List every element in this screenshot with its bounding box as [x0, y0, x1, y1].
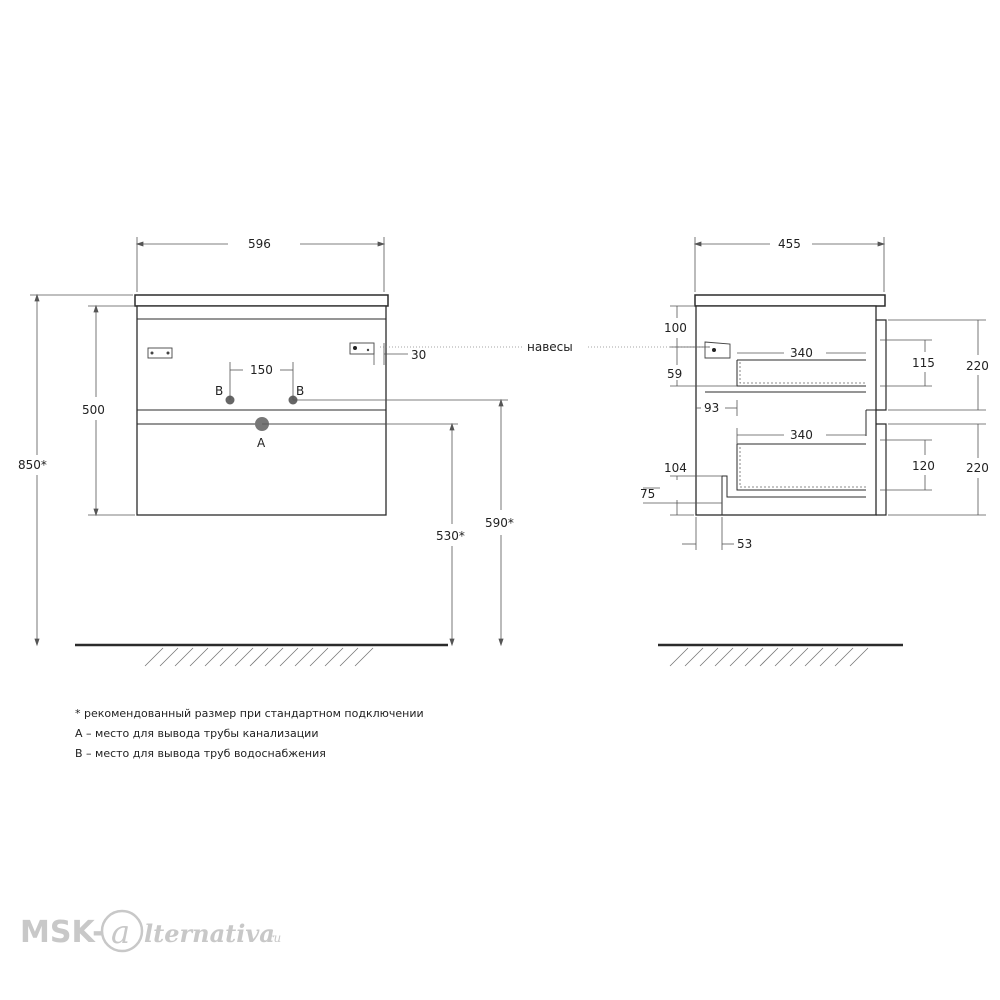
dim-total-height [30, 293, 133, 647]
note-drain: A – место для вывода трубы канализации [75, 727, 319, 740]
dim-inner-depth-top-value: 340 [790, 346, 813, 360]
label-b-left: B [215, 384, 223, 398]
dim-drawer-top-outer-value: 220 [966, 359, 989, 373]
dim-drawer-bottom-inner-value: 120 [912, 459, 935, 473]
watermark-logo: MSK- a lternativa .ru [20, 909, 281, 953]
floor-hatch-front [144, 647, 374, 667]
floor-hatch-mark [174, 647, 194, 667]
floor-hatch-mark [339, 647, 359, 667]
floor-hatch-mark [234, 647, 254, 667]
floor-hatch-mark [189, 647, 209, 667]
front-countertop [134, 294, 389, 307]
floor-hatch-mark [159, 647, 179, 667]
dim-drawer-bottom-outer-value: 220 [966, 461, 989, 475]
floor-hatch-mark [279, 647, 299, 667]
side-drawer-front-top [876, 319, 887, 411]
dim-inner-depth-bottom-value: 340 [790, 428, 813, 442]
logo-text-left: MSK- [20, 915, 105, 950]
floor-hatch-mark [849, 647, 869, 667]
note-water: B – место для вывода труб водоснабжения [75, 747, 326, 760]
floor-hatch-mark [309, 647, 329, 667]
front-view: B B A 596 150 30 [18, 237, 514, 667]
side-cabinet-body [695, 305, 877, 516]
dim-top-offset-value: 100 [664, 321, 687, 335]
floor-hatch-mark [699, 647, 719, 667]
floor-hatch-mark [819, 647, 839, 667]
dim-front-width [135, 237, 386, 292]
dim-drawer-offset-value: 59 [667, 367, 682, 381]
note-recommended: * рекомендованный размер при стандартном… [75, 707, 424, 720]
dim-pipe-spacing [229, 362, 294, 400]
dim-setback [696, 400, 738, 416]
side-drawer-box-bottom [736, 444, 866, 491]
floor-hatch-mark [729, 647, 749, 667]
dim-front-width-value: 596 [248, 237, 271, 251]
floor-hatch-mark [249, 647, 269, 667]
floor-hatch-mark [744, 647, 764, 667]
logo-domain: .ru [264, 931, 281, 945]
dim-water-height-value: 590* [485, 516, 514, 530]
side-view: навесы 455 100 59 1 [380, 237, 989, 667]
dim-side-depth [693, 237, 886, 292]
floor-hatch-mark [759, 647, 779, 667]
floor-hatch-mark [204, 647, 224, 667]
floor-hatch-mark [804, 647, 824, 667]
dim-body-height [88, 304, 135, 517]
floor-hatch-mark [669, 647, 689, 667]
floor-hatch-mark [834, 647, 854, 667]
dim-bottom-75-value: 75 [640, 487, 655, 501]
floor-hatch-mark [714, 647, 734, 667]
dim-pipe-spacing-value: 150 [250, 363, 273, 377]
dim-bottom-104-value: 104 [664, 461, 687, 475]
dim-drawer-top-inner-value: 115 [912, 356, 935, 370]
dim-side-right-stack [880, 319, 986, 516]
dim-bottom-53-value: 53 [737, 537, 752, 551]
floor-hatch-mark [789, 647, 809, 667]
dim-body-height-value: 500 [82, 403, 105, 417]
hinge-right-icon [349, 342, 375, 355]
dim-water-height [293, 398, 508, 647]
floor-hatch-side [669, 647, 869, 667]
side-back-cutout [721, 475, 866, 515]
svg-text:a: a [111, 913, 130, 951]
dim-inner-depth-bottom [736, 428, 866, 444]
dim-drain-height [262, 422, 458, 647]
dim-bottom-53 [682, 517, 734, 550]
dim-side-depth-value: 455 [778, 237, 801, 251]
side-drawer-front-bottom [876, 423, 887, 516]
floor-hatch-mark [354, 647, 374, 667]
floor-hatch-mark [294, 647, 314, 667]
side-hinge-icon [704, 341, 731, 359]
floor-hatch-mark [264, 647, 284, 667]
floor-hatch-mark [144, 647, 164, 667]
hinge-left-icon [147, 347, 173, 359]
dim-drain-height-value: 530* [436, 529, 465, 543]
logo-at-icon [100, 909, 144, 953]
dim-hinge-offset-value: 30 [411, 348, 426, 362]
hinge-label: навесы [527, 340, 573, 354]
dim-total-height-value: 850* [18, 458, 47, 472]
logo-text-right: lternativa [144, 919, 275, 948]
label-a: A [257, 436, 266, 450]
floor-hatch-mark [219, 647, 239, 667]
floor-hatch-mark [774, 647, 794, 667]
side-countertop [694, 294, 886, 307]
dim-setback-value: 93 [704, 401, 719, 415]
label-b-right: B [296, 384, 304, 398]
floor-hatch-mark [684, 647, 704, 667]
floor-hatch-mark [324, 647, 344, 667]
dim-side-left-stack [643, 305, 737, 516]
